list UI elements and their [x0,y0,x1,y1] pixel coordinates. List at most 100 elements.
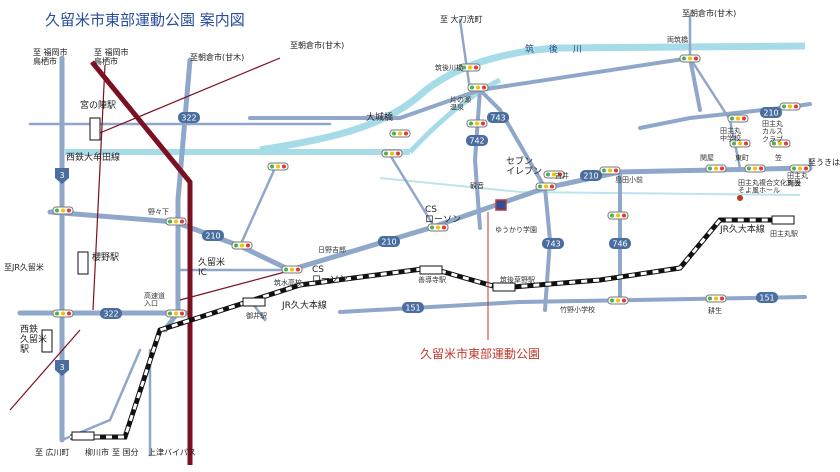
dest-oomachi: 至 大刀洗町 [440,14,483,24]
dest-hirokawa: 至 広川町 [35,447,70,457]
svg-text:743: 743 [545,240,560,249]
signal [427,223,449,232]
place-chikugogawa-bashi: 筑後川橋 [435,63,463,72]
dest-ukiha: 至うきは市 [808,157,840,167]
dest-asakura-3: 至朝倉市(甘木) [682,8,736,18]
station-boxes [41,117,795,441]
signal [389,129,411,138]
signal [729,139,751,148]
access-road [94,57,281,136]
target-marker [487,195,743,340]
svg-text:746: 746 [612,240,627,249]
river-branch-2 [408,77,502,154]
place-shimada: 島田小前 [615,175,643,184]
place-takeno: 竹野小学校 [560,305,595,314]
place-yoshii: 吉井 [555,171,569,180]
signal [779,102,801,111]
dest-yanagawa: 柳川市 [85,447,109,457]
signal [381,149,403,158]
station-nishitetsu-kurume [41,329,53,353]
place-sekiya: 関屋 [700,154,714,162]
place-miyanojin: 宮の陣駅 [80,99,116,111]
signal [727,114,749,123]
svg-text:743: 743 [490,114,505,123]
svg-text:210: 210 [205,232,220,241]
road-742 [472,88,482,230]
shield-route-151-west: 151 [402,302,424,313]
signal [744,164,766,173]
signal [789,164,811,173]
place-seven: セブンイレブン [506,155,542,177]
place-koukoku: 高速道入口 [144,291,165,308]
svg-text:210: 210 [381,238,396,247]
svg-text:3: 3 [59,171,64,180]
place-tounan: 東町 [735,153,749,162]
dest-kokubu: 至 国分 [112,448,139,457]
place-zendoji: 善導寺駅 [418,275,446,284]
road-thin-2 [28,122,332,272]
shield-route-322-north: 322 [178,112,200,123]
signal [281,265,303,274]
signal [52,206,74,215]
signal [165,309,187,318]
shield-route-322-west: 322 [100,308,122,319]
signal [52,309,74,318]
jr-kyudai-line-dash [70,218,790,439]
shield-route-210-d: 210 [760,107,782,118]
target-label: 久留米市東部運動公園 [420,346,540,361]
signal [543,170,565,179]
signal [599,166,621,175]
station-chikugo-kusano [492,282,516,292]
route-shields: 3 3 322 322 210 210 210 210 742 743 743 … [55,107,782,376]
railway-layer [70,217,790,440]
dest-jr-kurume: 至JR久留米 [4,262,44,272]
dest-fukuoka-2: 至 福岡市鳥栖市 [94,47,129,66]
signal [459,63,481,72]
place-kasai: 笠 [775,153,782,162]
labels: 久留米市東部運動公園 案内図 筑 後 川 久留米市東部運動公園 至 福岡市鳥栖市… [4,8,840,457]
station-miyanojin [89,117,101,141]
svg-text:151: 151 [759,294,774,303]
shield-route-210-b: 210 [378,236,400,247]
place-kouya: 耕生 [708,306,722,315]
shield-route-742: 742 [466,135,488,146]
river-label: 筑 後 川 [525,43,588,55]
shield-route-3-south: 3 [55,360,69,376]
stream [379,177,801,196]
station-mii [242,297,266,307]
svg-text:210: 210 [763,109,778,118]
signal [467,83,489,92]
station-sakurabashi [77,251,89,275]
place-mii: 御井駅 [246,311,267,320]
station-zendoji [419,265,443,275]
river-layer [65,42,806,196]
road-thin-4 [458,13,812,172]
place-kappa: 田主丸カルスクラブ [762,119,783,143]
signal [607,211,629,220]
signal [607,296,629,305]
svg-text:322: 322 [181,114,196,123]
svg-text:742: 742 [469,137,484,146]
signal [165,217,187,226]
place-chikusui: 筑水高校 [274,278,302,287]
signal [535,182,557,191]
road-route-322 [162,57,193,333]
place-tanushimaru-chuu: 田主丸中学校 [720,126,741,143]
place-bunka: 田主丸複合文化施設そよ風ホール [738,178,801,195]
shield-route-210-c: 210 [580,170,602,181]
place-tanushimaru: 田主丸駅 [770,229,798,238]
expressway-layer [9,57,301,465]
place-jr-kyudai-1: JR久大本線 [281,299,327,311]
place-nonaka: 野々下 [148,208,169,216]
station-jr-kurume [71,431,95,441]
place-hinoshin: 日野吉郎 [318,245,346,254]
kyushu-expressway [90,60,193,465]
place-tanushimaru-sta: 田主丸司会 [787,171,808,188]
svg-text:151: 151 [405,304,420,313]
place-nishitetsu-kurume: 西鉄久留米駅 [20,323,47,355]
signal [705,164,727,173]
dest-jouyou: 上津バイパス [148,447,196,457]
